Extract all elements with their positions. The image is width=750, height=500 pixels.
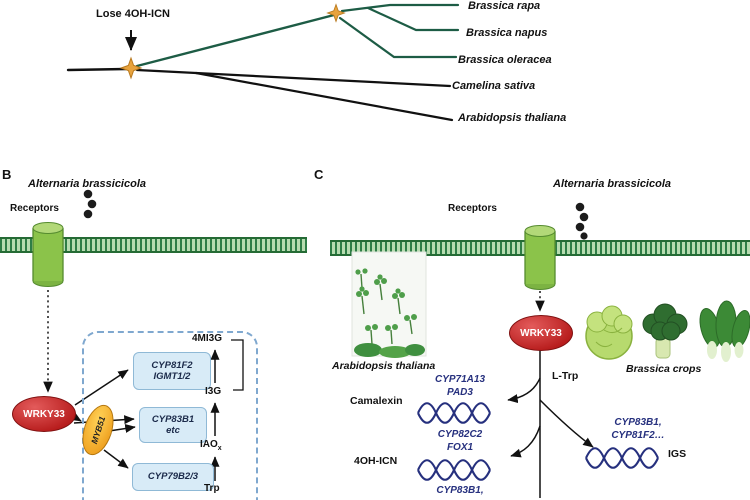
spores-icon — [83, 189, 97, 219]
metabolite-chain-arrows — [210, 339, 244, 481]
pathway-arrows — [507, 350, 594, 498]
wrky33-node: WRKY33 — [12, 396, 76, 432]
species-label: Brassica oleracea — [458, 54, 552, 66]
gene-label: CYP81F2 — [151, 359, 193, 371]
wrky33-node: WRKY33 — [509, 315, 573, 351]
species-label: Camelina sativa — [452, 80, 536, 92]
panel-b-label: B — [2, 167, 12, 182]
ohicn-label: 4OH-ICN — [354, 455, 398, 467]
star-icon — [120, 57, 142, 79]
receptors-label: Receptors — [448, 203, 497, 214]
lettuce-icon — [585, 305, 633, 360]
arabidopsis-photo — [351, 251, 427, 358]
pathway-box-cyp79b23: CYP79B2/3 — [132, 463, 214, 491]
dna-helix-icon — [416, 402, 492, 424]
gene-label: CYP83B1 — [151, 413, 195, 425]
metabolite-label-i3g: I3G — [205, 386, 222, 397]
igs-label: IGS — [668, 448, 687, 460]
phylogenetic-tree — [66, 3, 460, 122]
igs-genes: CYP83B1, CYP81F2… — [611, 417, 665, 441]
arabidopsis-caption: Arabidopsis thaliana — [332, 360, 436, 372]
gene-label: etc — [166, 425, 180, 436]
wrky33-label: WRKY33 — [520, 327, 562, 339]
camalexin-label: Camalexin — [350, 395, 403, 407]
broccoli-icon — [642, 303, 688, 359]
gene-label: CYP79B2/3 — [147, 471, 199, 483]
bokchoy-icon — [699, 300, 750, 362]
dna-helix-icon — [584, 447, 660, 469]
wrky33-label: WRKY33 — [23, 408, 65, 420]
pathogen-label: Alternaria brassicicola — [28, 178, 147, 190]
receptor-icon — [32, 222, 64, 287]
ltrp-label: L-Trp — [552, 370, 579, 382]
receptors-label: Receptors — [10, 203, 59, 214]
metabolite-label-4mi3g: 4MI3G — [192, 333, 223, 344]
metabolite-label-trp: Trp — [204, 483, 220, 494]
receptor-icon — [524, 225, 556, 290]
pathway-box-cyp81f2: CYP81F2 IGMT1/2 — [133, 352, 211, 390]
metabolite-label-iaox: IAOx — [200, 439, 222, 452]
glucosinolate-pathway-box — [82, 331, 258, 500]
gene-label: IGMT1/2 — [153, 371, 191, 382]
camalexin-genes: CYP71A13 PAD3 — [434, 374, 486, 398]
lose-4oh-icn-label: Lose 4OH-ICN — [96, 8, 170, 20]
pathway-box-cyp83b1: CYP83B1 etc — [139, 407, 207, 443]
ohicn-genes: CYP82C2 FOX1 — [437, 429, 483, 453]
brassica-crops-caption: Brassica crops — [626, 363, 702, 375]
dna-helix-icon — [416, 459, 492, 481]
myb51-label: MYB51 — [88, 414, 108, 446]
species-label: Arabidopsis thaliana — [458, 112, 567, 124]
pathogen-label: Alternaria brassicicola — [553, 178, 672, 190]
spores-icon — [575, 202, 589, 240]
cell-membrane-panel-b — [0, 237, 307, 253]
panel-c-label: C — [314, 167, 324, 182]
species-label: Brassica rapa — [468, 0, 541, 12]
species-label: Brassica napus — [466, 27, 548, 39]
ohicn-extra-gene: CYP83B1, — [436, 485, 484, 496]
